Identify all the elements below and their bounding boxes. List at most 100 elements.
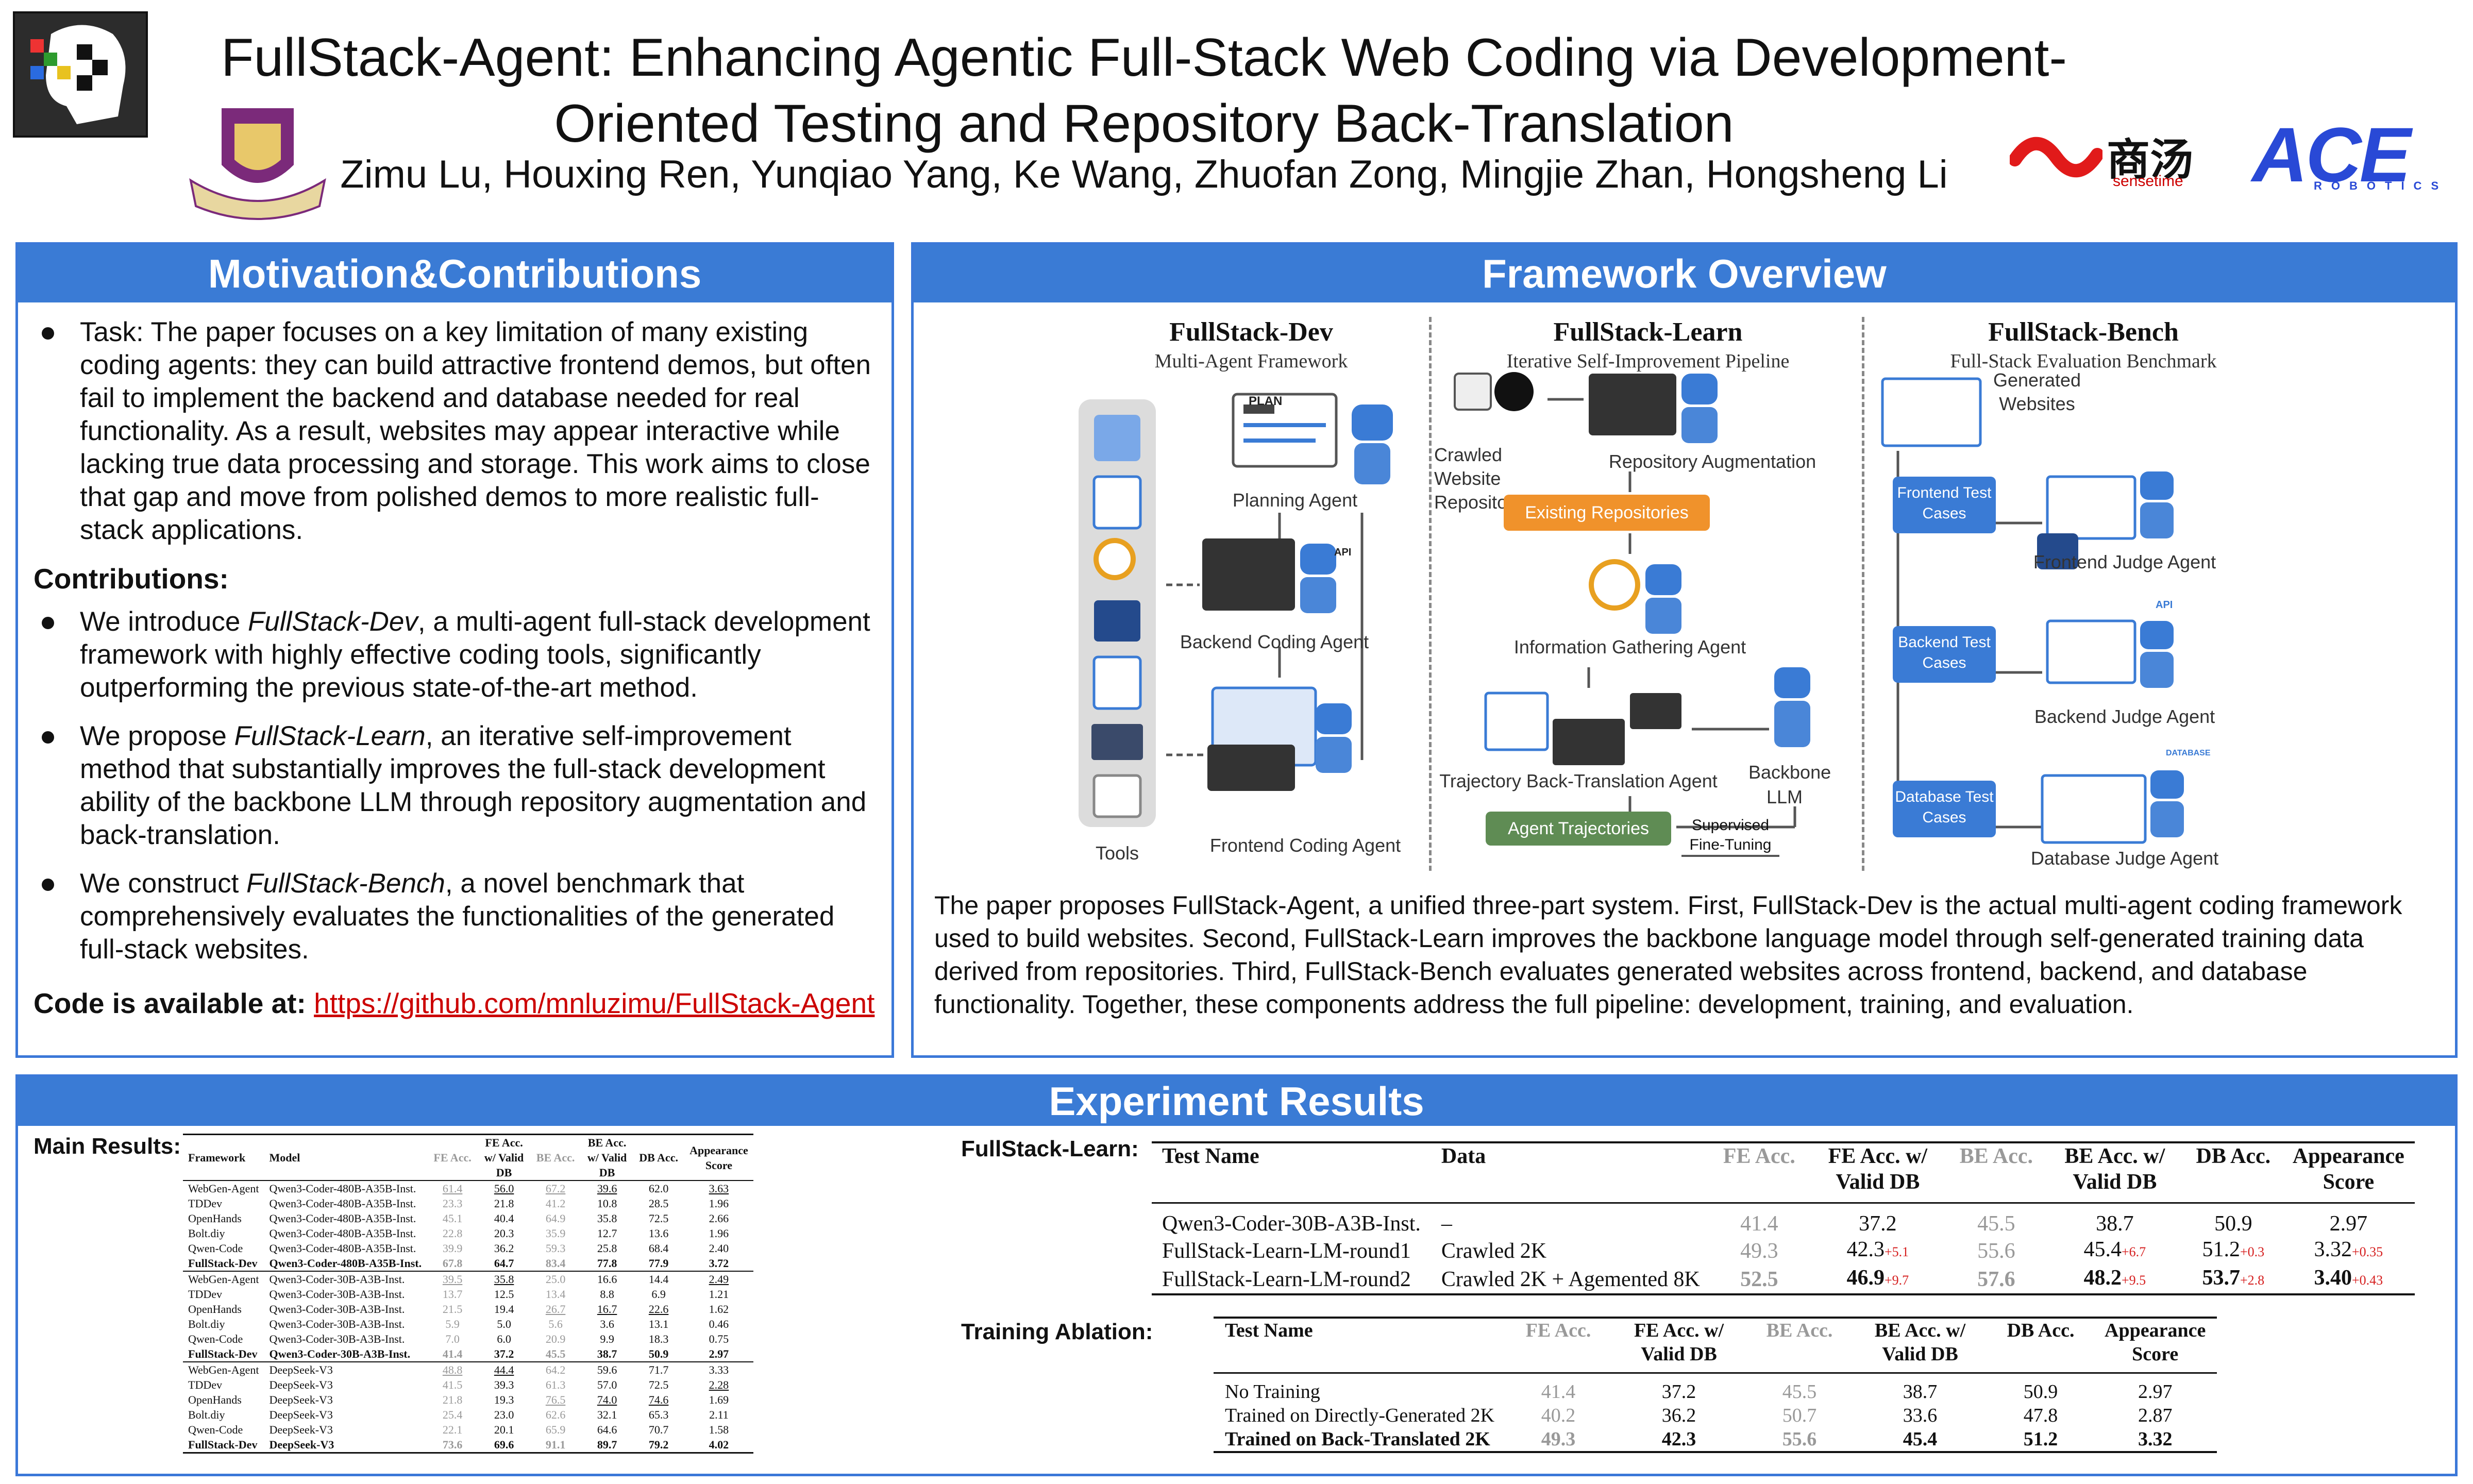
main-cell: 13.1	[648, 1318, 669, 1330]
learn-value: 55.6	[1977, 1239, 2015, 1263]
main-results-label: Main Results:	[33, 1134, 181, 1159]
ablation-header-cell: DB Acc.	[1988, 1317, 2094, 1374]
learn-header-cell: FE Acc. w/ Valid DB	[1808, 1141, 1947, 1204]
main-header-cell: BE Acc.	[530, 1134, 582, 1181]
main-cell: 23.3	[442, 1197, 463, 1210]
main-cell: 59.3	[545, 1242, 566, 1255]
learn-cell: 3.40+0.43	[2282, 1265, 2415, 1295]
learn-delta: +0.3	[2240, 1244, 2265, 1259]
framework-figure: FullStack-Dev Multi-Agent Framework Tool…	[1073, 317, 2300, 871]
main-header-cell: Framework	[183, 1134, 264, 1181]
main-cell: 61.3	[545, 1378, 566, 1391]
be-cases-box: Backend Test Cases	[1893, 626, 1996, 683]
main-cell: 83.4	[530, 1256, 582, 1272]
main-cell: WebGen-Agent	[188, 1273, 259, 1286]
learn-value: 45.4	[2083, 1238, 2122, 1261]
dev-title: FullStack-Dev	[1169, 317, 1333, 347]
main-cell: 13.7	[442, 1288, 463, 1301]
main-cell: 67.2	[545, 1182, 566, 1195]
code-link[interactable]: https://github.com/mnluzimu/FullStack-Ag…	[314, 987, 875, 1019]
learn-cell: 57.6	[1947, 1265, 2045, 1295]
ablation-header-cell: Appearance Score	[2093, 1317, 2217, 1374]
main-cell: 8.8	[600, 1288, 614, 1301]
main-cell: 20.9	[545, 1333, 566, 1345]
main-cell: 21.8	[494, 1197, 514, 1210]
main-cell: 18.3	[648, 1333, 669, 1345]
learn-value: 3.32	[2314, 1238, 2352, 1261]
main-cell: 64.7	[478, 1256, 530, 1272]
main-cell: 39.5	[442, 1273, 463, 1286]
main-cell: 1.62	[709, 1303, 729, 1316]
main-cell: 64.9	[545, 1212, 566, 1225]
learn-cell: 48.2+9.5	[2045, 1265, 2184, 1295]
learn-cell: 38.7	[2045, 1203, 2184, 1237]
main-cell: FullStack-Dev	[183, 1256, 264, 1272]
ablation-header-cell: BE Acc. w/ Valid DB	[1852, 1317, 1989, 1374]
main-cell: 6.9	[651, 1288, 666, 1301]
frontend-agent-label: Frontend Coding Agent	[1209, 835, 1401, 856]
learn-delta: +9.5	[2121, 1273, 2146, 1288]
learn-value: 2.97	[2329, 1212, 2368, 1236]
main-cell: WebGen-Agent	[188, 1363, 259, 1376]
framework-panel: Framework Overview FullStack-Dev Multi-A…	[911, 242, 2458, 1058]
divider-1	[1429, 317, 1432, 871]
main-cell: 36.2	[494, 1242, 514, 1255]
main-cell: 13.6	[648, 1227, 669, 1240]
learn-cell: 49.3	[1710, 1237, 1808, 1265]
main-header-cell: DB Acc.	[633, 1134, 685, 1181]
repo-aug-label: Repository Augmentation	[1608, 451, 1816, 472]
main-cell: Qwen3-Coder-30B-A3B-Inst.	[269, 1318, 405, 1330]
main-cell: 32.1	[597, 1408, 617, 1421]
main-cell: 39.3	[494, 1378, 514, 1391]
main-cell: 16.6	[597, 1273, 617, 1286]
learn-cell: Crawled 2K + Agemented 8K	[1431, 1265, 1710, 1295]
results-panel: Experiment Results Main Results: Framewo…	[15, 1074, 2458, 1476]
learn-cell: 51.2+0.3	[2184, 1237, 2282, 1265]
learn-cell: 3.32+0.35	[2282, 1237, 2415, 1265]
ablation-cell: No Training	[1225, 1381, 1320, 1403]
c1-em: FullStack-Dev	[248, 606, 418, 637]
ablation-cell: 50.7	[1782, 1405, 1817, 1426]
main-cell: 3.72	[684, 1256, 753, 1272]
main-cell: 7.0	[445, 1333, 460, 1345]
lab-logo	[13, 11, 148, 138]
learn-cell: 46.9+9.7	[1808, 1265, 1947, 1295]
main-cell: Qwen3-Coder-480B-A35B-Inst.	[269, 1242, 416, 1255]
ablation-cell: 42.3	[1611, 1427, 1747, 1453]
backend-agent-label: Backend Coding Agent	[1180, 631, 1369, 652]
main-cell: 65.3	[648, 1408, 669, 1421]
contribution-1: We introduce FullStack-Dev, a multi-agen…	[33, 605, 876, 704]
main-cell: Qwen3-Coder-30B-A3B-Inst.	[269, 1288, 405, 1301]
ablation-cell: 37.2	[1661, 1381, 1696, 1403]
main-cell: 72.5	[648, 1378, 669, 1391]
main-cell: 4.02	[684, 1437, 753, 1454]
main-header-cell: Model	[264, 1134, 427, 1181]
code-availability: Code is available at: https://github.com…	[33, 987, 891, 1020]
main-cell: 1.58	[709, 1423, 729, 1436]
main-cell: 12.7	[597, 1227, 617, 1240]
task-bullet: Task: The paper focuses on a key limitat…	[33, 316, 876, 547]
c1-post: , a multi-agent full-stack development f…	[80, 606, 870, 703]
learn-header-cell: BE Acc.	[1947, 1141, 2045, 1204]
main-cell: 2.40	[709, 1242, 729, 1255]
main-cell: 62.0	[648, 1182, 669, 1195]
main-cell: Qwen3-Coder-480B-A35B-Inst.	[269, 1212, 416, 1225]
ablation-cell: 45.5	[1782, 1381, 1817, 1403]
main-cell: 48.8	[442, 1363, 463, 1376]
main-cell: 35.9	[545, 1227, 566, 1240]
learn-label: FullStack-Learn:	[961, 1136, 1139, 1161]
main-cell: 2.66	[709, 1212, 729, 1225]
learn-cell: FullStack-Learn-LM-round2	[1152, 1265, 1431, 1295]
main-cell: 45.1	[442, 1212, 463, 1225]
main-cell: 39.9	[442, 1242, 463, 1255]
main-cell: 61.4	[442, 1182, 463, 1195]
learn-cell: Qwen3-Coder-30B-A3B-Inst.	[1152, 1203, 1431, 1237]
